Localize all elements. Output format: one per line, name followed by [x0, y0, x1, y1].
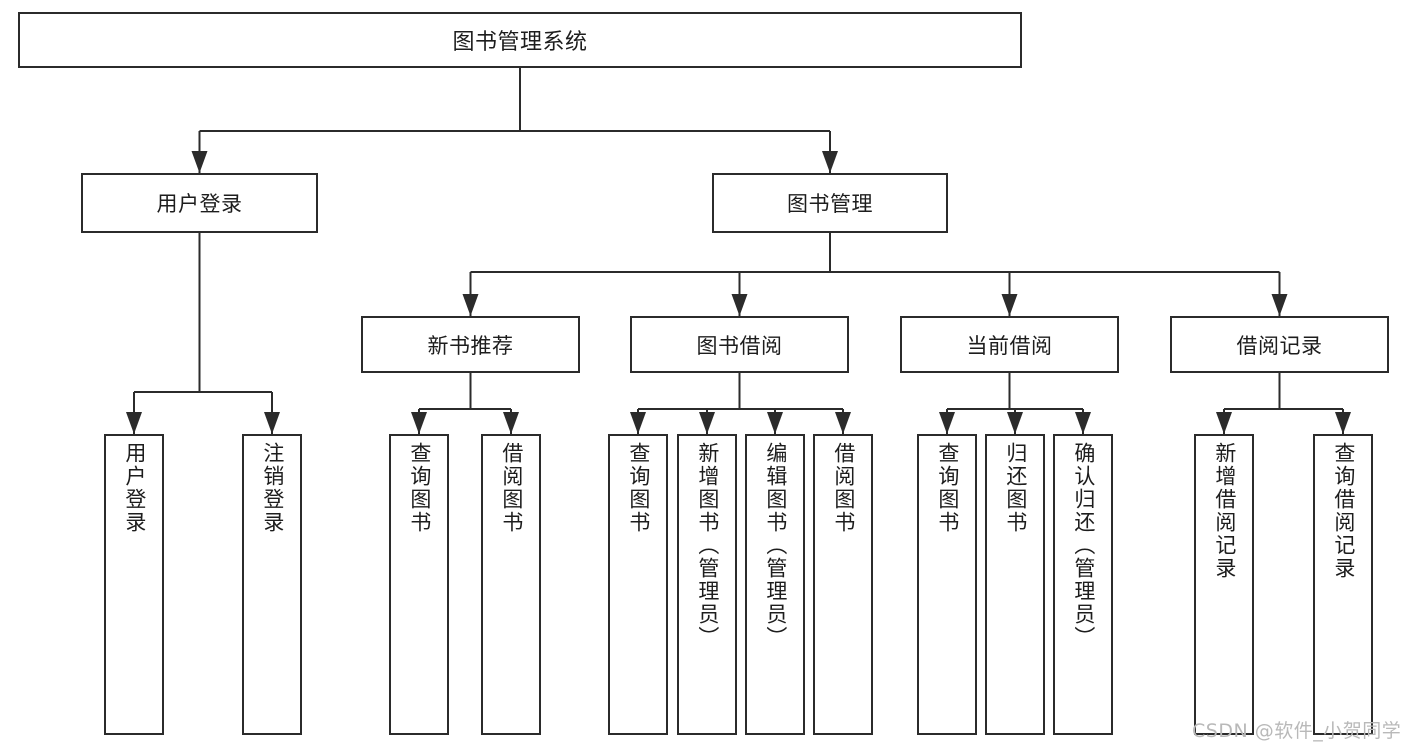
node-current-borrow[interactable]: 当前借阅: [900, 316, 1119, 373]
node-leaf-borrow-book[interactable]: 借阅图书: [813, 434, 873, 735]
node-label: 用户登录: [122, 442, 147, 534]
node-label: 编辑图书（管理员）: [763, 442, 788, 649]
node-label: 确认归还（管理员）: [1071, 442, 1096, 649]
arrow-head-icon: [126, 412, 142, 434]
node-label: 用户登录: [156, 192, 243, 216]
node-label: 查询借阅记录: [1331, 442, 1356, 580]
node-label: 新增借阅记录: [1212, 442, 1237, 580]
node-leaf-query-book-rec[interactable]: 查询图书: [389, 434, 449, 735]
node-root[interactable]: 图书管理系统: [18, 12, 1022, 68]
node-label: 归还图书: [1003, 442, 1028, 534]
node-label: 借阅图书: [499, 442, 524, 534]
node-leaf-query-book-borrow[interactable]: 查询图书: [608, 434, 668, 735]
node-borrow-record[interactable]: 借阅记录: [1170, 316, 1389, 373]
node-label: 查询图书: [935, 442, 960, 534]
node-label: 当前借阅: [966, 333, 1053, 358]
arrow-head-icon: [462, 294, 479, 316]
arrow-head-icon: [767, 412, 783, 434]
node-label: 借阅记录: [1236, 333, 1323, 358]
node-leaf-borrow-book-rec[interactable]: 借阅图书: [481, 434, 541, 735]
node-label: 新书推荐: [427, 333, 514, 358]
node-label: 图书管理系统: [452, 30, 588, 55]
arrow-head-icon: [503, 412, 519, 434]
node-leaf-add-borrow-record[interactable]: 新增借阅记录: [1194, 434, 1254, 735]
node-leaf-user-login[interactable]: 用户登录: [104, 434, 164, 735]
node-leaf-add-book-admin[interactable]: 新增图书（管理员）: [677, 434, 737, 735]
arrow-head-icon: [731, 294, 748, 316]
node-leaf-confirm-return-admin[interactable]: 确认归还（管理员）: [1053, 434, 1113, 735]
node-label: 注销登录: [260, 442, 285, 534]
node-label: 图书借阅: [696, 333, 783, 358]
node-label: 借阅图书: [831, 442, 856, 534]
arrow-head-icon: [822, 151, 838, 173]
node-leaf-query-book-cur[interactable]: 查询图书: [917, 434, 977, 735]
arrow-head-icon: [835, 412, 851, 434]
arrow-head-icon: [939, 412, 955, 434]
node-leaf-query-borrow-record[interactable]: 查询借阅记录: [1313, 434, 1373, 735]
arrow-head-icon: [699, 412, 715, 434]
node-label: 图书管理: [787, 192, 873, 216]
arrow-head-icon: [1216, 412, 1232, 434]
node-leaf-logout-login[interactable]: 注销登录: [242, 434, 302, 735]
node-label: 查询图书: [407, 442, 432, 534]
node-label: 查询图书: [626, 442, 651, 534]
node-leaf-return-book[interactable]: 归还图书: [985, 434, 1045, 735]
arrow-head-icon: [1271, 294, 1288, 316]
arrow-head-icon: [1075, 412, 1091, 434]
node-label: 新增图书（管理员）: [695, 442, 720, 649]
node-leaf-edit-book-admin[interactable]: 编辑图书（管理员）: [745, 434, 805, 735]
node-book-borrow[interactable]: 图书借阅: [630, 316, 849, 373]
arrow-head-icon: [264, 412, 280, 434]
watermark-text: CSDN @软件_小贺同学: [1192, 720, 1402, 742]
arrow-head-icon: [630, 412, 646, 434]
arrow-head-icon: [1335, 412, 1351, 434]
node-new-book-recommend[interactable]: 新书推荐: [361, 316, 580, 373]
arrow-head-icon: [1001, 294, 1018, 316]
arrow-head-icon: [411, 412, 427, 434]
node-book-manage[interactable]: 图书管理: [712, 173, 948, 233]
node-user-login[interactable]: 用户登录: [81, 173, 318, 233]
arrow-head-icon: [1007, 412, 1023, 434]
arrow-head-icon: [191, 151, 208, 173]
